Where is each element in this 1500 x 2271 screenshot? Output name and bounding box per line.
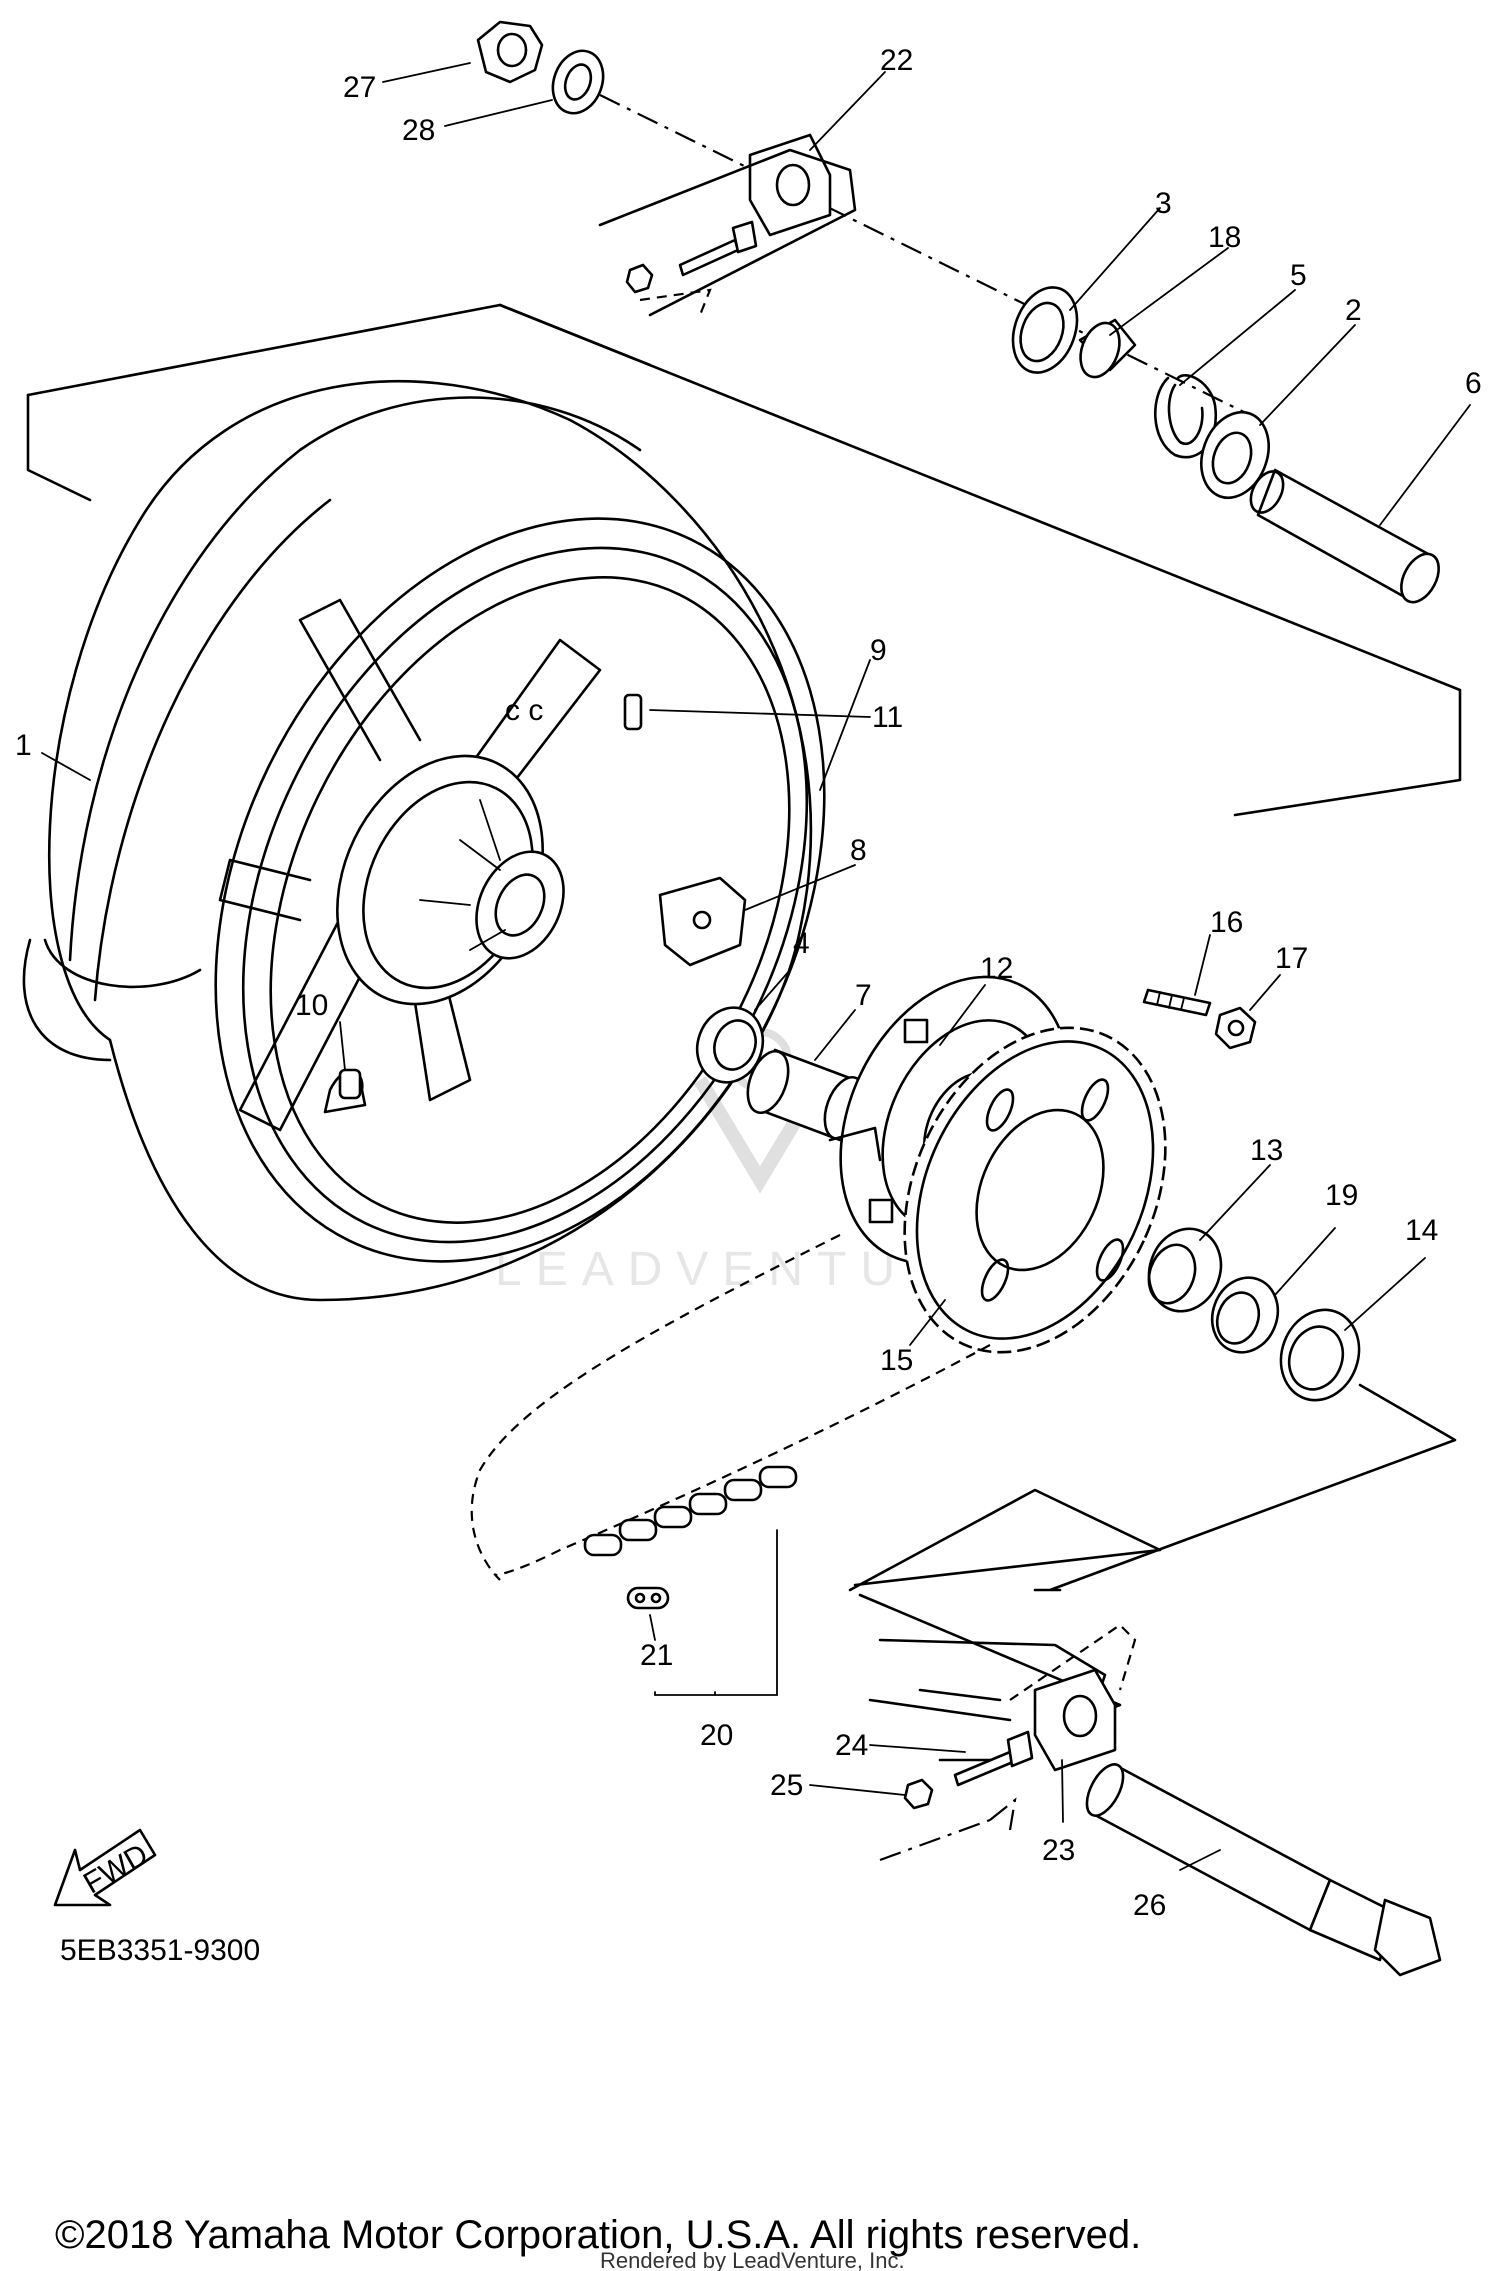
clamp-part xyxy=(658,876,747,967)
stud-bolt xyxy=(1142,988,1212,1017)
callout-14: 14 xyxy=(1405,1214,1438,1247)
callout-21: 21 xyxy=(640,1639,673,1672)
callout-7: 7 xyxy=(855,979,872,1012)
callout-1: 1 xyxy=(15,729,32,762)
leader-lines xyxy=(41,62,1471,1871)
drive-chain xyxy=(470,1234,991,1581)
callout-2: 2 xyxy=(1345,294,1362,327)
axle-hardware-top xyxy=(476,20,1440,604)
rendered-by: Rendered by LeadVenture, Inc. xyxy=(600,2248,905,2271)
callout-13: 13 xyxy=(1250,1134,1283,1167)
callout-28: 28 xyxy=(402,114,435,147)
callout-22: 22 xyxy=(880,44,913,77)
callout-18: 18 xyxy=(1208,221,1241,254)
callout-11: 11 xyxy=(872,701,903,734)
callout-19: 19 xyxy=(1325,1179,1358,1212)
rim-marking: c c xyxy=(505,694,543,727)
tire-valve xyxy=(323,1068,367,1114)
bearing-4 xyxy=(695,1006,765,1084)
collar-19 xyxy=(1210,1276,1280,1354)
copyright-notice: ©2018 Yamaha Motor Corporation, U.S.A. A… xyxy=(55,2213,1141,2257)
callout-4: 4 xyxy=(793,927,810,960)
callout-10: 10 xyxy=(295,989,328,1022)
bearing-13 xyxy=(1147,1227,1223,1313)
axle-plane xyxy=(848,1383,1457,1722)
callout-20: 20 xyxy=(700,1719,733,1752)
rear-wheel: c c xyxy=(22,380,826,1302)
collar-7 xyxy=(746,1048,867,1142)
axle-hardware-bottom xyxy=(868,1623,1442,1977)
callout-3: 3 xyxy=(1155,187,1172,220)
callout-labels: 27 28 22 3 18 5 2 6 9 11 1 8 4 7 10 12 1… xyxy=(15,44,1482,1922)
fwd-arrow-icon: FWD xyxy=(53,1828,157,1907)
balance-weight xyxy=(623,693,643,731)
callout-8: 8 xyxy=(850,834,867,867)
callout-27: 27 xyxy=(343,71,376,104)
wheel-assembly-plane xyxy=(26,303,1462,817)
callout-6: 6 xyxy=(1465,367,1482,400)
callout-24: 24 xyxy=(835,1729,868,1762)
callout-15: 15 xyxy=(880,1344,913,1377)
callout-17: 17 xyxy=(1275,942,1308,975)
callout-9: 9 xyxy=(870,634,887,667)
callout-26: 26 xyxy=(1133,1889,1166,1922)
nut-17 xyxy=(1214,1006,1257,1050)
rear-sprocket xyxy=(903,1026,1167,1354)
callout-12: 12 xyxy=(980,952,1013,985)
callout-23: 23 xyxy=(1042,1834,1075,1867)
chain-master-link xyxy=(626,1586,670,1610)
callout-25: 25 xyxy=(770,1769,803,1802)
oil-seal-14 xyxy=(1279,1308,1361,1402)
callout-16: 16 xyxy=(1210,906,1243,939)
reference-code: 5EB3351-9300 xyxy=(60,1934,260,1967)
callout-5: 5 xyxy=(1290,259,1307,292)
